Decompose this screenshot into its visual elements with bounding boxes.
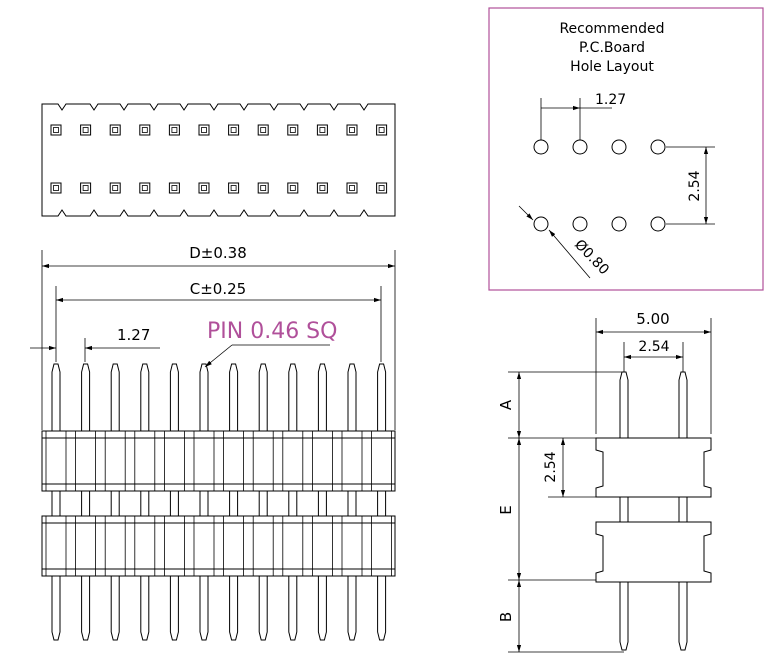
pcb-layout: Recommended P.C.Board Hole Layout 1.27 2… xyxy=(488,7,764,291)
side-view: 5.00 2.54 A E B 2.54 xyxy=(497,310,712,653)
front-pin xyxy=(75,363,96,641)
pin-callout-leader xyxy=(204,344,233,368)
front-upper-body xyxy=(41,430,396,492)
side-width-label: 5.00 xyxy=(636,310,669,328)
front-pin xyxy=(45,363,67,641)
top-pad xyxy=(109,182,121,194)
front-pins xyxy=(45,363,393,641)
pcb-hole-leader-a xyxy=(518,205,534,221)
top-pad xyxy=(257,124,269,136)
side-b-label: B xyxy=(497,612,515,622)
front-pin xyxy=(311,363,333,641)
pcb-hole xyxy=(611,216,627,232)
side-row-label: 2.54 xyxy=(638,339,669,355)
front-d-label: D±0.38 xyxy=(189,244,247,262)
top-pad xyxy=(316,182,328,194)
top-pad xyxy=(50,182,62,194)
pcb-hole xyxy=(611,139,627,155)
top-pad xyxy=(198,124,210,136)
top-pad xyxy=(139,124,151,136)
top-pad xyxy=(168,124,180,136)
side-lower-body xyxy=(595,521,712,583)
pcb-hole xyxy=(650,139,666,155)
side-a-label: A xyxy=(497,399,515,410)
top-pad xyxy=(80,124,92,136)
top-pad xyxy=(139,182,151,194)
top-pad xyxy=(257,182,269,194)
top-pad xyxy=(346,182,358,194)
side-pin xyxy=(678,371,688,651)
pcb-hole xyxy=(533,216,549,232)
pin-callout-label: PIN 0.46 SQ xyxy=(207,319,337,344)
front-pin xyxy=(134,363,156,641)
pcb-row-label: 2.54 xyxy=(687,170,703,201)
front-view: D±0.38 C±0.25 1.27 PIN 0.46 SQ xyxy=(30,244,396,641)
top-pad xyxy=(346,124,358,136)
pcb-hole xyxy=(572,139,588,155)
front-pin xyxy=(223,363,245,641)
top-view-pads xyxy=(50,124,388,194)
front-pin xyxy=(104,363,126,641)
pcb-hole xyxy=(650,216,666,232)
front-pin xyxy=(371,363,393,641)
front-pitch-label: 1.27 xyxy=(117,326,150,344)
top-pad xyxy=(376,182,388,194)
front-c-label: C±0.25 xyxy=(190,280,246,298)
top-pad xyxy=(198,182,210,194)
top-pad xyxy=(168,182,180,194)
pcb-title-line1: Recommended xyxy=(559,21,664,37)
pcb-hole-leader-b xyxy=(548,229,591,279)
top-pad xyxy=(376,124,388,136)
front-lower-body xyxy=(41,515,396,577)
top-pad xyxy=(228,182,240,194)
front-pin xyxy=(252,363,274,641)
side-pin xyxy=(619,371,629,651)
top-pad xyxy=(287,124,299,136)
side-pins xyxy=(619,371,688,651)
pcb-pitch-label: 1.27 xyxy=(595,92,626,108)
pcb-hole xyxy=(572,216,588,232)
top-view xyxy=(41,103,396,217)
side-spacing-label: 2.54 xyxy=(543,451,559,482)
pcb-title-line3: Hole Layout xyxy=(570,59,654,75)
side-e-label: E xyxy=(497,505,515,514)
top-pad xyxy=(287,182,299,194)
top-pad xyxy=(109,124,121,136)
top-pad xyxy=(228,124,240,136)
front-pin xyxy=(163,363,185,641)
top-pad xyxy=(50,124,62,136)
pcb-title-line2: P.C.Board xyxy=(579,40,645,56)
front-pin xyxy=(282,363,304,641)
pcb-layout-frame xyxy=(488,7,764,291)
front-pin xyxy=(193,363,215,641)
front-pin xyxy=(341,363,363,641)
pcb-hole-label: Ø0.80 xyxy=(571,237,612,278)
top-pad xyxy=(316,124,328,136)
pcb-holes xyxy=(533,139,666,232)
side-upper-body xyxy=(595,437,712,498)
top-pad xyxy=(80,182,92,194)
pcb-hole xyxy=(533,139,549,155)
top-view-outline xyxy=(41,103,396,217)
